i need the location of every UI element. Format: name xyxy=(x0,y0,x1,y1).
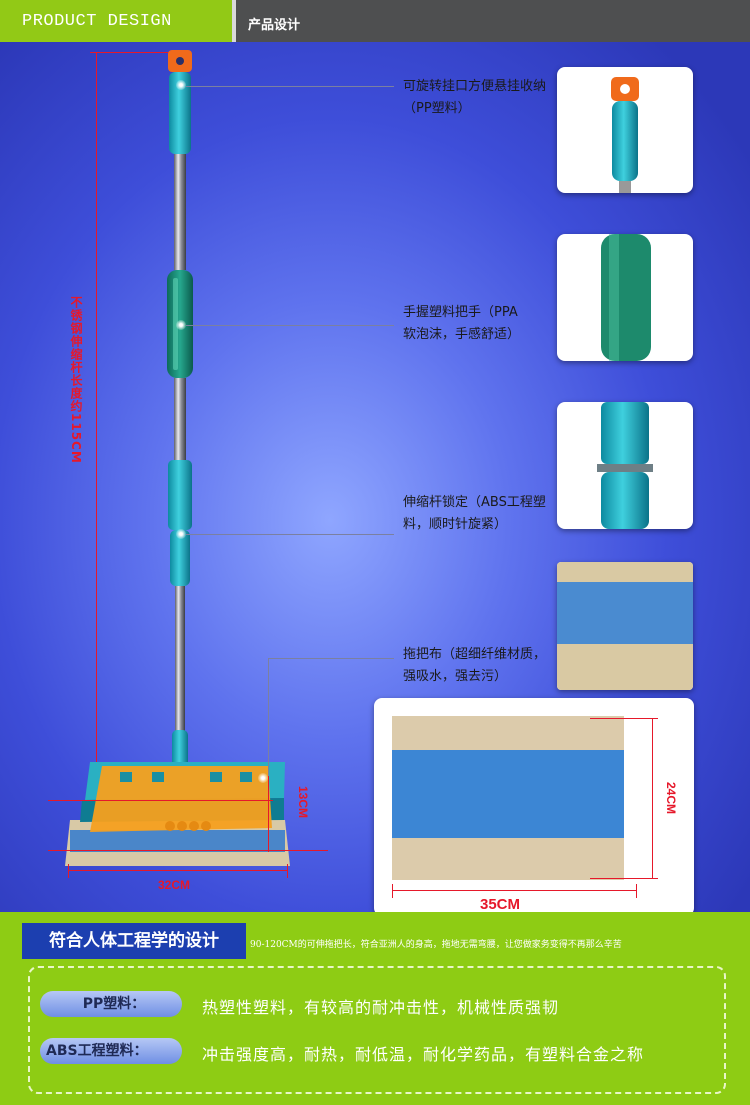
bottom-dashed-box xyxy=(28,966,726,1094)
callout-cloth: 拖把布（超细纤维材质，强吸水，强去污） xyxy=(403,647,547,684)
callout-line-4 xyxy=(268,658,394,659)
header-right-label: 产品设计 xyxy=(248,18,301,33)
header-left-label: PRODUCT DESIGN xyxy=(22,12,172,31)
mop-width-label: 32CM xyxy=(158,878,191,892)
rod-dimension-top-tick xyxy=(90,52,170,53)
detail-photo-hook xyxy=(557,67,693,193)
callout-line-1 xyxy=(186,86,394,87)
pp-description: 热塑性塑料，有较高的耐冲击性，机械性质强韧 xyxy=(202,998,560,1017)
callout-hook: 可旋转挂口方便悬挂收纳（PP塑料） xyxy=(403,79,547,116)
mop-height-line xyxy=(268,770,269,852)
pad-top-tick xyxy=(590,718,658,719)
header-tab: PRODUCT DESIGN xyxy=(0,0,232,42)
rod-length-label: 不锈钢伸缩杆长度约115CM xyxy=(69,296,83,464)
mop-illustration xyxy=(65,50,290,866)
bottom-title: 符合人体工程学的设计 xyxy=(22,923,246,959)
pp-label: PP塑料： xyxy=(82,996,146,1012)
callout-dot-3 xyxy=(176,529,186,539)
mop-width-tick-left xyxy=(68,864,69,878)
callout-dot-2 xyxy=(176,320,186,330)
callout-line-3 xyxy=(186,534,394,535)
pad-width-tick-right xyxy=(636,884,637,898)
callout-line-2 xyxy=(186,325,394,326)
callout-line-4-vertical xyxy=(268,658,269,776)
detail-photo-cloth xyxy=(557,562,693,690)
abs-description: 冲击强度高，耐热，耐低温，耐化学药品，有塑料合金之称 xyxy=(202,1045,645,1064)
bottom-subtitle: 90-120CM的可伸拖把长，符合亚洲人的身高，拖地无需弯腰，让您做家务变得不再… xyxy=(250,940,622,950)
abs-label: ABS工程塑料： xyxy=(46,1043,148,1059)
pad-width-line xyxy=(392,890,636,891)
mop-top-tick xyxy=(48,800,273,801)
pad-height-label: 24CM xyxy=(664,782,678,815)
mop-height-label: 13CM xyxy=(296,786,310,819)
header-bar: PRODUCT DESIGN 产品设计 xyxy=(0,0,750,42)
rod-dimension-line xyxy=(96,52,97,800)
abs-label-pill: ABS工程塑料： xyxy=(40,1038,182,1064)
callout-dot-1 xyxy=(176,80,186,90)
pp-label-pill: PP塑料： xyxy=(40,991,182,1017)
mop-width-line xyxy=(68,870,288,871)
pad-width-label: 35CM xyxy=(480,896,521,913)
callout-dot-4 xyxy=(258,773,268,783)
header-divider xyxy=(232,0,236,42)
pad-bottom-tick xyxy=(590,878,658,879)
callout-lock: 伸缩杆锁定（ABS工程塑料，顺时针旋紧） xyxy=(403,495,546,532)
cloth-pad-panel xyxy=(374,698,694,916)
callout-grip: 手握塑料把手（PPA软泡沫，手感舒适） xyxy=(403,305,521,342)
pad-width-tick-left xyxy=(392,884,393,898)
pad-height-line xyxy=(652,718,653,878)
mop-bottom-tick xyxy=(48,850,328,851)
detail-photo-lock xyxy=(557,402,693,529)
mop-width-tick-right xyxy=(287,864,288,878)
detail-photo-grip xyxy=(557,234,693,361)
